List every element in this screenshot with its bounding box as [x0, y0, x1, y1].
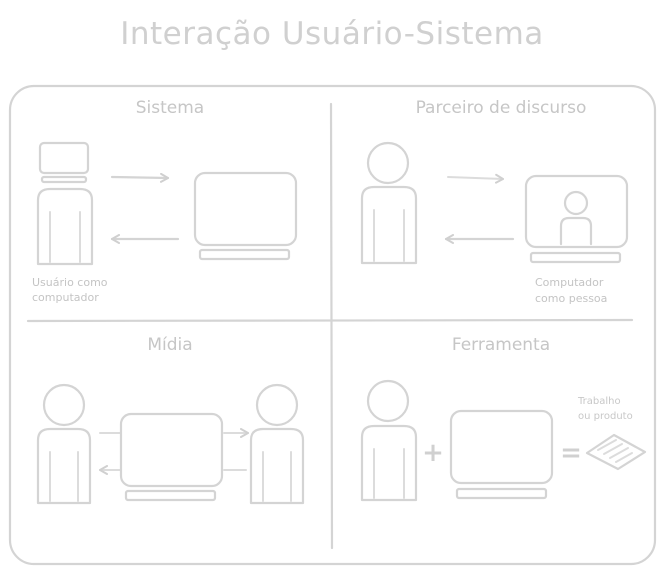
quadrant-title-partner: Parceiro de discurso	[416, 98, 587, 118]
quadrant-title-system: Sistema	[136, 98, 204, 118]
user-head-icon	[42, 383, 86, 427]
media-computer-figure	[119, 412, 224, 502]
person-on-screen-body-icon	[559, 216, 593, 246]
vertical-divider	[329, 102, 334, 550]
user-body-icon	[249, 427, 305, 505]
user-body-icon	[36, 427, 92, 505]
partner-computer-figure	[524, 174, 629, 264]
user-body-icon	[36, 187, 94, 266]
user-head-icon	[255, 383, 299, 427]
user-head-icon	[366, 141, 410, 185]
partner-caption-line1: Computador	[535, 276, 604, 289]
document-line	[597, 439, 617, 451]
user-as-computer-figure	[36, 141, 94, 266]
arrow-to-computer	[110, 172, 170, 183]
outer-frame	[8, 84, 657, 566]
document-line	[603, 443, 623, 455]
tool-user-figure	[360, 379, 418, 502]
user-head-icon	[366, 379, 410, 423]
quadrant-title-media: Mídia	[147, 335, 192, 355]
computer-screen-icon	[193, 171, 298, 247]
partner-user-figure	[360, 141, 418, 265]
computer-keyboard-icon	[529, 251, 622, 264]
diagram-title: Interação Usuário-Sistema	[120, 16, 544, 52]
document-line	[609, 447, 629, 459]
media-right-user-figure	[249, 383, 305, 505]
work-product-icon	[585, 433, 647, 471]
computer-screen-icon	[449, 409, 554, 485]
user-body-icon	[360, 185, 418, 265]
product-label-line1: Trabalho	[577, 396, 621, 407]
system-computer-figure	[193, 171, 298, 261]
horizontal-divider	[26, 318, 634, 323]
computer-screen-icon	[119, 412, 224, 488]
document-line	[615, 452, 633, 463]
monitor-head-icon	[38, 141, 90, 175]
computer-keyboard-icon	[124, 489, 217, 502]
media-left-user-figure	[36, 383, 92, 505]
quadrant-system: Sistema Usuário como computador	[32, 98, 298, 304]
tool-computer-figure	[449, 409, 554, 500]
user-body-icon	[360, 424, 418, 502]
document-sheet-icon	[585, 433, 647, 471]
person-on-screen-head-icon	[563, 190, 589, 216]
quadrant-tool: Ferramenta + = Trabalho ou produto	[360, 335, 647, 502]
system-caption-line1: Usuário como	[32, 276, 108, 289]
quadrant-media: Mídia	[36, 335, 305, 505]
computer-keyboard-icon	[198, 248, 291, 261]
quadrant-partner: Parceiro de discurso Computador como pes…	[360, 98, 629, 305]
computer-screen-icon	[524, 174, 629, 249]
partner-caption-line2: como pessoa	[535, 292, 607, 305]
quadrant-title-tool: Ferramenta	[452, 335, 550, 355]
equals-icon: =	[560, 438, 582, 468]
plus-icon: +	[422, 438, 444, 468]
computer-keyboard-icon	[455, 487, 548, 500]
keyboard-icon	[40, 175, 88, 184]
product-label-line2: ou produto	[578, 411, 633, 422]
system-caption-line2: computador	[32, 291, 99, 304]
arrow-to-computer	[447, 173, 504, 184]
